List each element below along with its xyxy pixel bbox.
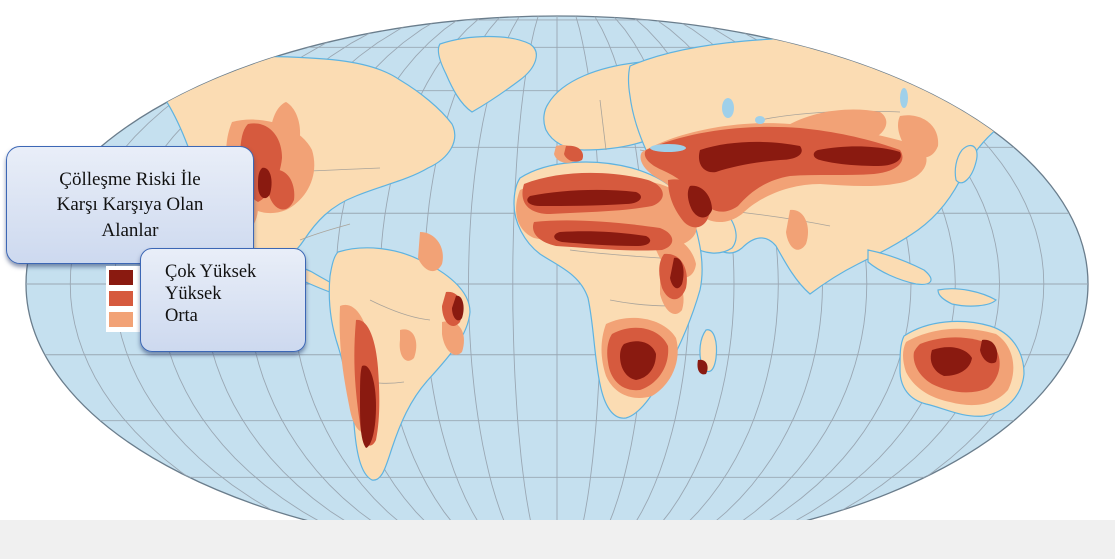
greenland xyxy=(437,35,537,113)
legend-label-high: Yüksek xyxy=(165,283,222,304)
legend-title-box: Çölleşme Riski İle Karşı Karşıya Olan Al… xyxy=(6,146,254,264)
legend-box: Çok Yüksek Yüksek Orta xyxy=(140,248,306,352)
southeast-asia-islands xyxy=(867,249,932,285)
legend-title-line-3: Alanlar xyxy=(101,219,159,241)
legend-title-line-1: Çölleşme Riski İle xyxy=(59,169,201,191)
legend-label-medium: Orta xyxy=(165,305,198,326)
new-guinea xyxy=(937,288,997,307)
legend-swatches xyxy=(106,266,140,332)
meridian-line xyxy=(512,16,539,552)
japan xyxy=(954,145,978,184)
bottom-caption-strip xyxy=(0,520,1115,559)
new-zealand xyxy=(1029,409,1052,442)
meridian-line xyxy=(468,16,520,552)
inland-water xyxy=(650,88,908,152)
legend-title-line-2: Karşı Karşıya Olan xyxy=(56,194,204,216)
legend-label-very-high: Çok Yüksek xyxy=(165,262,257,282)
swatch-high xyxy=(109,291,133,306)
swatch-very-high xyxy=(109,270,133,285)
swatch-medium xyxy=(109,312,133,327)
